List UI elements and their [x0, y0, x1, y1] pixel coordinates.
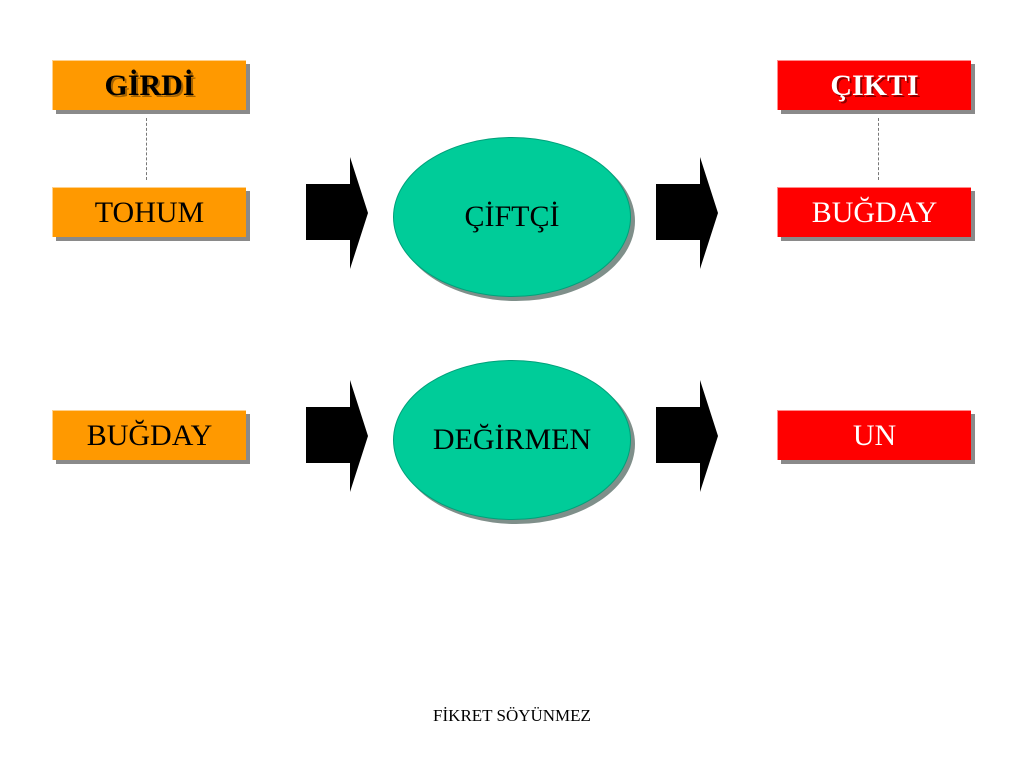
input-header-box: GİRDİ	[52, 60, 246, 110]
input-header-label: GİRDİ	[104, 68, 195, 102]
arrow-right-icon	[306, 157, 368, 269]
output-label: BUĞDAY	[811, 195, 938, 229]
arrow-right-icon	[656, 157, 718, 269]
output-connector-line	[878, 118, 879, 180]
output-label: UN	[852, 418, 897, 452]
process-ellipse: ÇİFTÇİ	[393, 137, 631, 297]
process-ellipse-ciftci: ÇİFTÇİ	[393, 137, 635, 301]
input-label: TOHUM	[94, 195, 205, 229]
process-label: DEĞİRMEN	[432, 423, 592, 456]
input-box-tohum: TOHUM	[52, 187, 246, 237]
output-header-box: ÇIKTI	[777, 60, 971, 110]
arrow-right-icon	[656, 380, 718, 492]
input-connector-line	[146, 118, 147, 180]
process-label: ÇİFTÇİ	[464, 200, 560, 233]
output-box-bugday: BUĞDAY	[777, 187, 971, 237]
output-box-un: UN	[777, 410, 971, 460]
input-box-bugday: BUĞDAY	[52, 410, 246, 460]
process-ellipse-degirmen: DEĞİRMEN	[393, 360, 635, 524]
process-ellipse: DEĞİRMEN	[393, 360, 631, 520]
input-label: BUĞDAY	[86, 418, 213, 452]
author-footer: FİKRET SÖYÜNMEZ	[433, 706, 591, 725]
arrow-right-icon	[306, 380, 368, 492]
output-header-label: ÇIKTI	[830, 68, 919, 102]
